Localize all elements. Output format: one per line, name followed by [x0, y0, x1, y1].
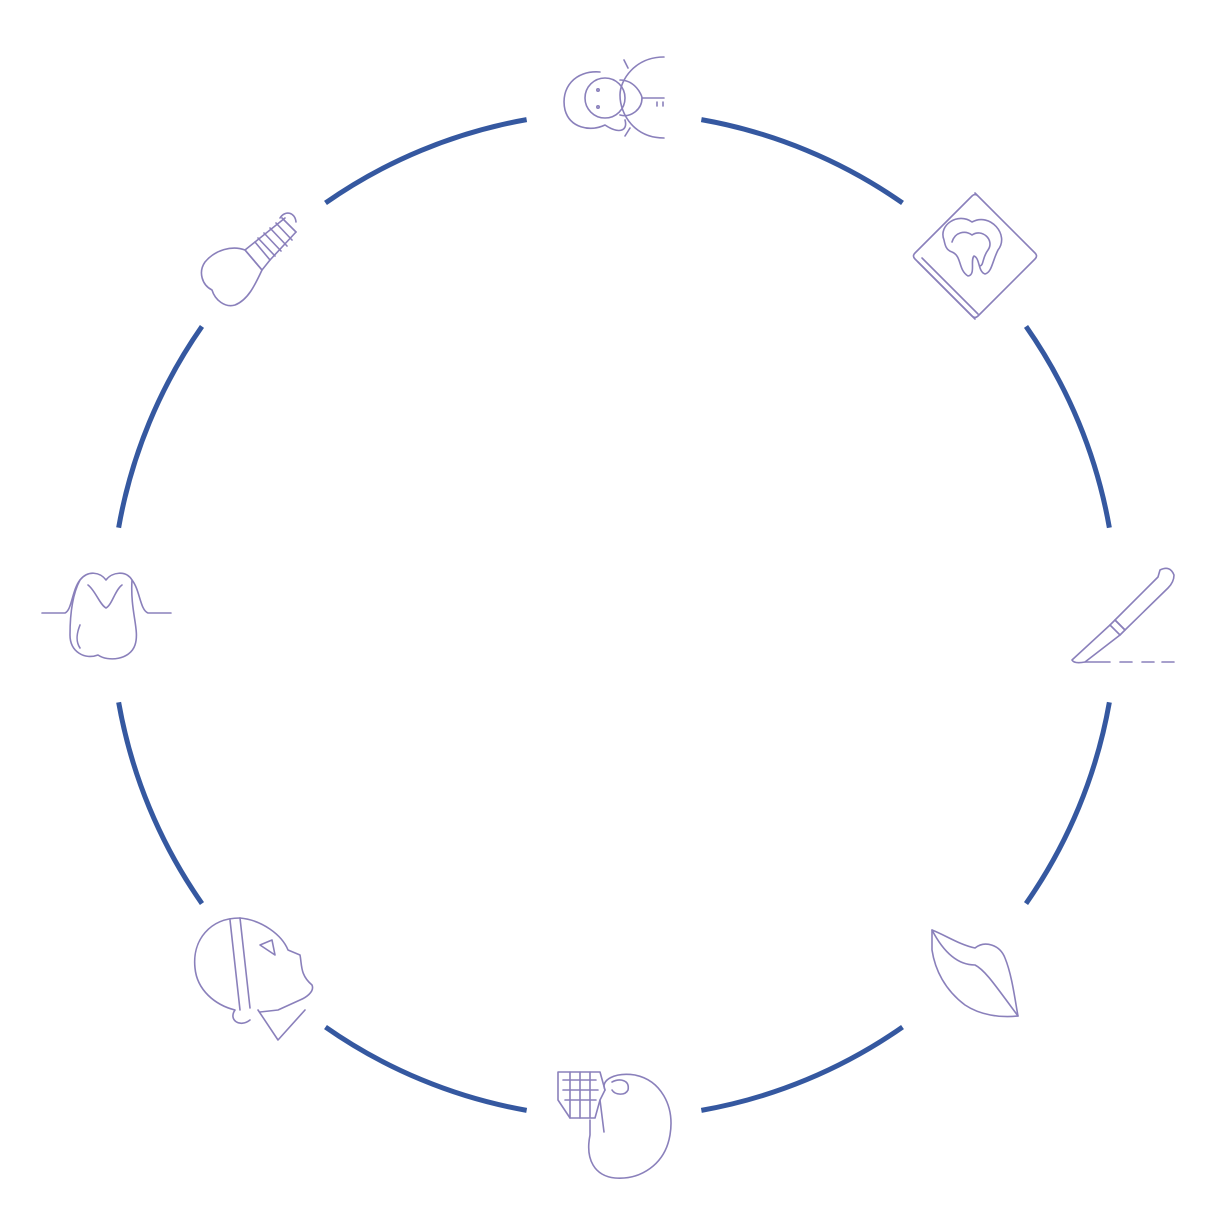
- ring-arc-segment: [700, 1024, 904, 1113]
- ring-arc-segment: [1023, 701, 1112, 905]
- ring-arc-segment: [324, 117, 528, 206]
- ring-arcs: [116, 117, 1112, 1113]
- ring-arc-segment: [1023, 325, 1112, 529]
- lips-icon: [931, 929, 1019, 1018]
- tooth-gum-icon: [41, 572, 172, 660]
- head-bandage-icon: [193, 917, 314, 1041]
- dentist-icon: [563, 56, 665, 139]
- scalpel-icon: [1071, 567, 1175, 664]
- ring-arc-segment: [116, 701, 205, 905]
- ring-arc-segment: [324, 1024, 528, 1113]
- ring-arc-segment: [116, 325, 205, 529]
- dental-implant-icon: [200, 212, 297, 307]
- skull-jaw-icon: [557, 1071, 672, 1179]
- ring-arc-segment: [700, 117, 904, 206]
- dental-xray-icon: [912, 192, 1038, 320]
